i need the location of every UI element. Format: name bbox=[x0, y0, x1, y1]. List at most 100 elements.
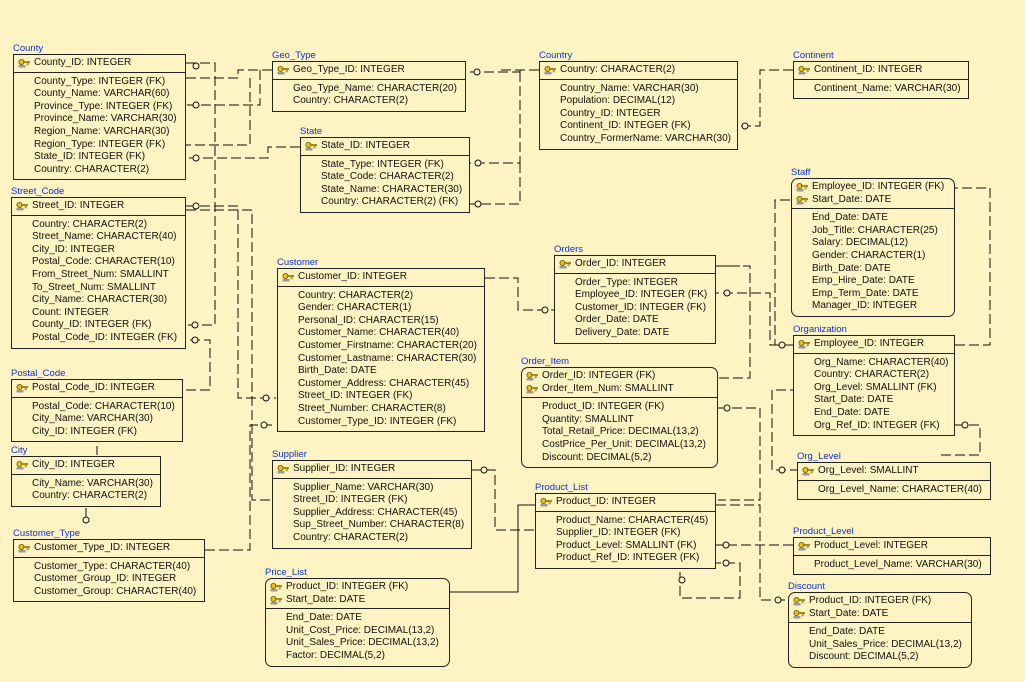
attribute-row: Unit_Sales_Price: DECIMAL(13,2) bbox=[286, 637, 439, 649]
primary-key-text: Street_ID: INTEGER bbox=[32, 200, 125, 211]
rel-orders-orderitem bbox=[715, 265, 751, 379]
primary-key-row: Start_Date: DATE bbox=[270, 594, 445, 607]
entity-box: Employee_ID: INTEGER (FK)Start_Date: DAT… bbox=[791, 178, 955, 317]
attribute-row: Country: CHARACTER(2) bbox=[32, 218, 148, 230]
primary-key-text: Country: CHARACTER(2) bbox=[560, 64, 676, 75]
attribute-row: Postal_Code: CHARACTER(10) bbox=[32, 256, 175, 268]
entity-name: State bbox=[300, 126, 323, 137]
attribute-row: Delivery_Date: DATE bbox=[575, 326, 670, 338]
attribute-row: Org_Name: CHARACTER(40) bbox=[814, 356, 949, 368]
primary-key-row: State_ID: INTEGER bbox=[305, 140, 465, 153]
primary-key-text: Start_Date: DATE bbox=[809, 607, 889, 619]
attribute-row: Supplier_ID: INTEGER (FK) bbox=[556, 527, 681, 539]
primary-key-section: Product_Level: INTEGER bbox=[794, 538, 990, 556]
attribute-row: Customer_Lastname: CHARACTER(30) bbox=[298, 352, 477, 364]
entity-box: Postal_Code_ID: INTEGER Postal_Code: CHAR… bbox=[11, 379, 183, 443]
attribute-row: End_Date: DATE bbox=[809, 626, 885, 638]
primary-key-row: Employee_ID: INTEGER bbox=[798, 338, 950, 351]
rel-geotype-county-3 bbox=[186, 78, 251, 146]
attribute-row: Salary: DECIMAL(12) bbox=[812, 237, 909, 249]
attribute-row: Postal_Code: CHARACTER(10) bbox=[32, 400, 175, 412]
attribute-row: State_Type: INTEGER (FK) bbox=[321, 158, 444, 170]
rel-geotype-county-2 bbox=[186, 70, 261, 106]
key-icon bbox=[277, 464, 289, 474]
entity-name: Continent bbox=[793, 50, 834, 61]
primary-key-section: Employee_ID: INTEGER bbox=[794, 336, 954, 354]
rel-street-customer bbox=[186, 205, 276, 399]
attribute-row: Customer_Group_ID: INTEGER bbox=[34, 573, 177, 585]
attribute-row: Supplier_Name: VARCHAR(30) bbox=[293, 481, 434, 493]
attribute-row: Customer_Name: CHARACTER(40) bbox=[298, 327, 460, 339]
primary-key-section: Order_ID: INTEGER (FK)Order_Item_Num: SM… bbox=[522, 368, 717, 399]
key-icon bbox=[796, 195, 808, 205]
primary-key-text: City_ID: INTEGER bbox=[32, 459, 115, 470]
primary-key-text: County_ID: INTEGER bbox=[34, 57, 132, 68]
key-icon bbox=[526, 371, 538, 381]
attribute-section: County_Type: INTEGER (FK)County_Name: VA… bbox=[14, 73, 185, 180]
primary-key-text: Order_Item_Num: SMALLINT bbox=[542, 382, 674, 394]
primary-key-text: Customer_ID: INTEGER bbox=[298, 271, 407, 282]
rel-org-orders bbox=[715, 292, 793, 346]
attribute-section: Country: CHARACTER(2)Street_Name: CHARAC… bbox=[12, 216, 185, 348]
primary-key-row: Product_Level: INTEGER bbox=[798, 540, 986, 553]
key-icon bbox=[802, 466, 814, 476]
attribute-row: Country_FormerName: VARCHAR(30) bbox=[560, 132, 731, 144]
primary-key-text: Geo_Type_ID: INTEGER bbox=[293, 64, 405, 75]
entity-name: Street_Code bbox=[11, 186, 65, 197]
key-icon bbox=[270, 595, 282, 605]
primary-key-row: Postal_Code_ID: INTEGER bbox=[16, 382, 178, 395]
key-icon bbox=[270, 582, 282, 592]
primary-key-text: Postal_Code_ID: INTEGER bbox=[32, 382, 155, 393]
primary-key-row: Order_ID: INTEGER (FK) bbox=[526, 370, 713, 383]
primary-key-section: Org_Level: SMALLINT bbox=[798, 463, 990, 481]
attribute-row: Country_Name: VARCHAR(30) bbox=[560, 82, 699, 94]
primary-key-text: Product_ID: INTEGER (FK) bbox=[809, 595, 932, 606]
primary-key-text: Product_ID: INTEGER bbox=[556, 496, 657, 507]
attribute-row: Country: CHARACTER(2) bbox=[814, 369, 930, 381]
attribute-row: Birth_Date: DATE bbox=[812, 262, 891, 274]
primary-key-section: Postal_Code_ID: INTEGER bbox=[12, 380, 182, 398]
attribute-row: Street_Name: CHARACTER(40) bbox=[32, 231, 177, 243]
attribute-row: Country: CHARACTER(2) bbox=[298, 289, 414, 301]
attribute-row: Country: CHARACTER(2) (FK) bbox=[321, 196, 459, 208]
primary-key-section: Product_ID: INTEGER bbox=[536, 494, 715, 512]
attribute-row: Product_Level: SMALLINT (FK) bbox=[556, 539, 697, 551]
entity-name: Country bbox=[539, 50, 573, 61]
rel-org-staff bbox=[955, 187, 991, 346]
primary-key-text: Supplier_ID: INTEGER bbox=[293, 463, 396, 474]
entity-name: Staff bbox=[791, 167, 811, 178]
entity-box: Product_ID: INTEGER (FK)Start_Date: DATE… bbox=[265, 578, 450, 667]
key-icon bbox=[793, 596, 805, 606]
attribute-row: Discount: DECIMAL(5,2) bbox=[542, 451, 652, 463]
rel-customer-orders bbox=[485, 277, 554, 311]
key-icon bbox=[277, 65, 289, 75]
attribute-section: Continent_Name: VARCHAR(30) bbox=[794, 80, 968, 99]
attribute-row: Customer_Type: CHARACTER(40) bbox=[34, 560, 191, 572]
rel-geotype-county bbox=[186, 69, 272, 79]
attribute-row: Employee_ID: INTEGER (FK) bbox=[575, 289, 708, 301]
